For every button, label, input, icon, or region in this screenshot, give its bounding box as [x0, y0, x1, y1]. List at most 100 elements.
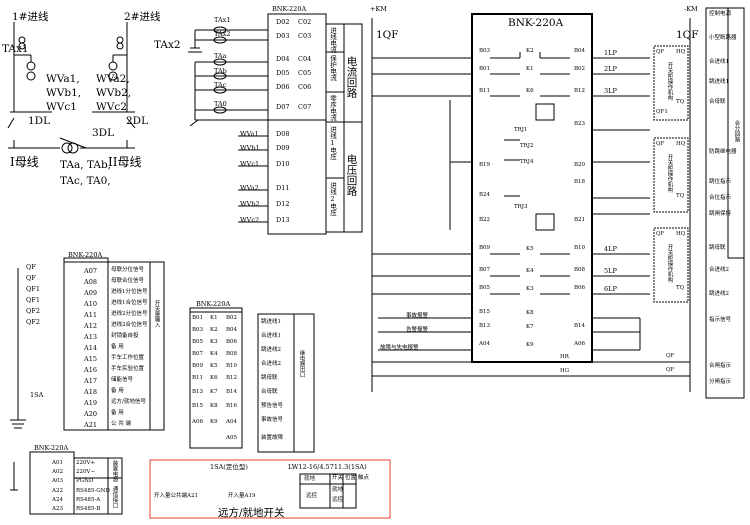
main-km-right: -KM	[684, 5, 698, 13]
di-1sa-label: 1SA	[30, 391, 44, 399]
main-lp: 2LP	[604, 65, 617, 73]
main-relay: K2	[526, 48, 534, 54]
ct-wires	[188, 24, 327, 127]
di-desc: 备 用	[111, 388, 124, 394]
di-desc: 母联分位信号	[111, 267, 145, 273]
main-right-term: B18	[574, 179, 586, 185]
term-d11: D11	[276, 184, 290, 192]
di-side-qf-2: QF	[26, 274, 36, 282]
legend-row: 合进线2	[709, 267, 729, 273]
comm-term: A03	[52, 478, 63, 484]
main-right-term: B10	[574, 245, 586, 251]
side-incoming2-voltage: 进线2电压	[328, 182, 337, 216]
main-lp: 6LP	[604, 285, 617, 293]
legend-row: 跳进线1	[709, 79, 729, 85]
main-km-left: +KM	[370, 5, 387, 13]
di-block-lines	[10, 257, 165, 431]
switch-col-c: 触点	[358, 475, 370, 481]
main-left-term: A04	[479, 341, 490, 347]
bus-1-label: I母线	[10, 155, 39, 169]
comm-term: A24	[52, 497, 63, 503]
switch-right-text: 开入量A19	[228, 493, 256, 499]
group-voltage-loop: 电压回路	[345, 154, 358, 196]
term-d09: D09	[276, 144, 290, 152]
pt-label-wvb1: WVb1	[240, 144, 260, 152]
main-relay: K8	[526, 310, 534, 316]
main-right-term: B21	[574, 217, 586, 223]
di-term: A19	[84, 399, 97, 407]
di-term: A11	[84, 311, 97, 319]
main-lp: 4LP	[604, 245, 617, 253]
pt-wires	[238, 135, 268, 223]
cab-text: 开关柜操作机构	[666, 62, 673, 101]
out-desc: 跳进线2	[261, 347, 281, 353]
term-d03: D03	[276, 32, 290, 40]
comm-desc: 220V−	[76, 469, 96, 475]
switch-mini-local: 就地	[304, 476, 316, 482]
side-protection-current: 保护电流	[328, 55, 337, 81]
pt-label-wvc2: WVc2	[240, 216, 260, 224]
main-right-term: B04	[574, 48, 586, 54]
main-right-term: B20	[574, 162, 586, 168]
pt-wva1-label: WVa1,	[46, 73, 80, 85]
di-desc: 进线2分位信号	[111, 311, 148, 317]
cab-text: QF	[656, 231, 665, 237]
out-relay: K8	[210, 403, 218, 409]
main-lamp-label: 故障与失电报警	[380, 345, 419, 351]
legend-row: 合进线1	[709, 59, 729, 65]
out-term-left: B07	[192, 351, 204, 357]
pt-label-wva2: WVa2	[240, 184, 259, 192]
out-term-right: A05	[226, 435, 237, 441]
main-block-lines	[371, 13, 691, 392]
main-lamp-label: 告警报警	[406, 327, 429, 333]
comm-term: A02	[52, 469, 63, 475]
out-desc: 事故信号	[261, 417, 284, 423]
ct-tax2-label: TAx2	[154, 39, 181, 51]
switch-col-b: 位置	[345, 475, 357, 481]
legend-row: 合位指示	[709, 195, 732, 201]
out-term-right: B08	[226, 351, 238, 357]
di-desc: 储能信号	[111, 377, 134, 383]
out-term-right: A04	[226, 419, 237, 425]
breaker-3dl-label: 3DL	[92, 127, 115, 139]
comm-term: A22	[52, 488, 63, 494]
di-desc: 备 用	[111, 344, 124, 350]
incoming-line-1-label: 1#进线	[12, 11, 49, 23]
incoming-line-2-label: 2#进线	[124, 11, 161, 23]
di-side-qf-1: QF	[26, 263, 36, 271]
di-term: A20	[84, 410, 97, 418]
legend-row: 跳闸保持	[709, 211, 732, 217]
cab-text: 开关柜操作机构	[666, 244, 673, 283]
main-qf-left: 1QF	[376, 29, 399, 41]
out-term-left: B13	[192, 389, 204, 395]
main-right-term: B14	[574, 323, 586, 329]
main-tj: TRJ2	[520, 143, 534, 149]
out-relay: K6	[210, 375, 218, 381]
ta-list-2: TAc, TA0,	[60, 175, 111, 187]
main-left-term: B05	[479, 285, 491, 291]
cab-text: QF	[656, 141, 665, 147]
out-term-left: B09	[192, 363, 204, 369]
out-relay: K4	[210, 351, 218, 357]
comm-block-title: BNK-220A	[34, 444, 69, 452]
bus-2-label: II母线	[108, 155, 142, 169]
main-tj: TRJ4	[520, 159, 534, 165]
main-relay: K5	[526, 246, 534, 252]
legend-row: 指示信号	[709, 317, 732, 323]
main-lp: 3LP	[604, 87, 617, 95]
comm-block-lines	[10, 451, 123, 515]
out-term-left: B15	[192, 403, 204, 409]
out-term-right: B16	[226, 403, 238, 409]
side-incoming-current: 进线电流	[328, 27, 337, 53]
main-left-term: B19	[479, 162, 491, 168]
pt-wvb1-label: WVb1,	[46, 87, 82, 99]
main-left-term: B15	[479, 309, 491, 315]
main-relay: K7	[526, 324, 534, 330]
main-left-term: B01	[479, 66, 491, 72]
main-title: BNK-220A	[508, 17, 564, 29]
term-d05: D05	[276, 69, 290, 77]
di-term: A10	[84, 300, 97, 308]
di-desc: 公 共 端	[111, 421, 131, 427]
di-desc: 进线2合位信号	[111, 322, 148, 328]
term-d02: D02	[276, 18, 290, 26]
